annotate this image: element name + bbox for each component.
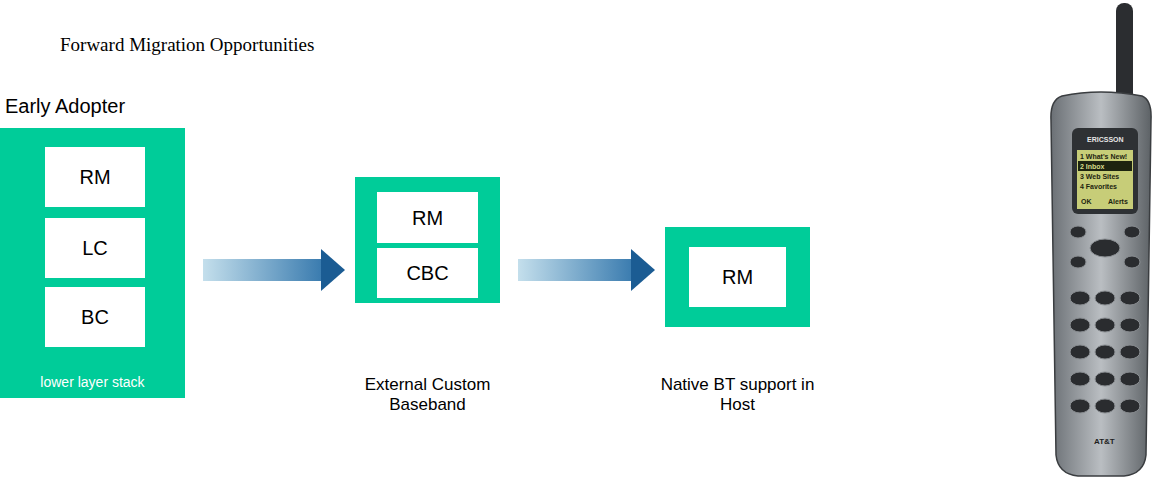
layer-name: RM (412, 206, 443, 230)
arrow-shaft (518, 259, 633, 281)
brand-mark: ERICSSON (1087, 135, 1124, 144)
arrow-head (631, 249, 655, 291)
screen-text: 3 Web Sites (1080, 172, 1119, 181)
key (1120, 291, 1140, 305)
panel-caption: lower layer stack (0, 374, 185, 391)
key (1095, 399, 1115, 413)
nav-key (1070, 256, 1086, 268)
phone-highlight (1078, 161, 1132, 171)
migration-arrow (203, 249, 345, 291)
layer-box: RM (689, 247, 786, 307)
key (1120, 372, 1140, 386)
layer-box: RM (377, 192, 478, 243)
layer-name: RM (722, 265, 753, 289)
key (1070, 399, 1090, 413)
key (1120, 399, 1140, 413)
layer-box: CBC (377, 248, 478, 298)
panel-heading: Early Adopter (5, 94, 183, 118)
key (1070, 291, 1090, 305)
layer-box: RM (45, 147, 145, 207)
key (1070, 372, 1090, 386)
nav-key (1124, 256, 1140, 268)
key (1120, 345, 1140, 359)
screen-text: 1 What's New! (1080, 152, 1127, 161)
migration-arrow (518, 249, 655, 291)
key (1095, 291, 1115, 305)
layer-box: BC (45, 287, 145, 347)
key (1070, 345, 1090, 359)
layer-name: LC (82, 236, 108, 260)
brand-mark: AT&T (1094, 437, 1115, 446)
key (1095, 372, 1115, 386)
key (1095, 318, 1115, 332)
nav-key (1124, 226, 1140, 238)
stack-panel: Native BT support in HostRM (665, 227, 810, 327)
key (1120, 318, 1140, 332)
arrow-head (321, 249, 345, 291)
layer-name: RM (79, 165, 110, 189)
screen-text: 4 Favorites (1080, 182, 1117, 191)
stack-panel: Early Adopterlower layer stackRMLCBC (0, 128, 185, 398)
phone-body (1051, 92, 1151, 476)
screen-text: OK (1081, 197, 1092, 206)
diagram-title: Forward Migration Opportunities (60, 34, 314, 56)
layer-name: BC (81, 305, 109, 329)
phone-antenna (1116, 3, 1133, 107)
key (1070, 318, 1090, 332)
nav-key (1070, 226, 1086, 238)
key (1095, 345, 1115, 359)
layer-name: CBC (406, 261, 448, 285)
phone-keys (1070, 226, 1140, 413)
phone-bezel (1072, 128, 1138, 214)
screen-text: Alerts (1108, 197, 1128, 206)
panel-caption: Native BT support in Host (655, 375, 820, 416)
arrow-shaft (203, 259, 323, 281)
layer-box: LC (45, 218, 145, 278)
phone-screen (1077, 150, 1133, 209)
panel-caption: External Custom Baseband (352, 375, 503, 416)
screen-text: 2 Inbox (1080, 162, 1105, 171)
nav-key (1090, 239, 1120, 257)
stack-panel: External Custom BasebandRMCBC (355, 177, 500, 303)
